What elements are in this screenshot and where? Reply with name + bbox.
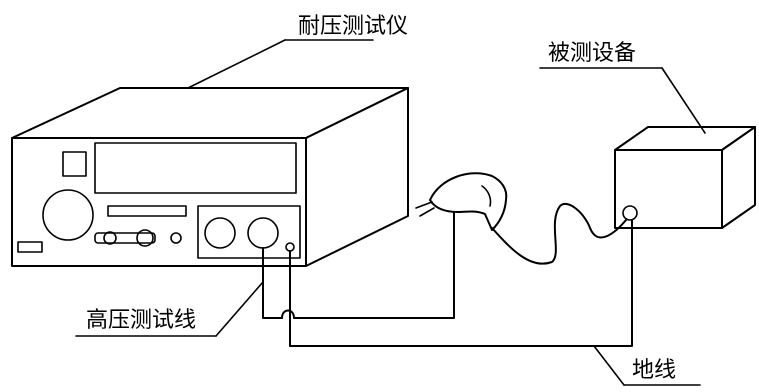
device-leader-line [661,67,706,134]
tester-switch [17,241,43,253]
tester-control-dial-1 [103,231,117,245]
tester-label: 耐压测试仪 [298,14,408,39]
probe-grip-detail [481,185,492,207]
tester-side-face [305,87,409,267]
device-label: 被测设备 [548,41,636,66]
device-under-test [614,126,756,229]
hv-lead-leader-line [215,281,264,337]
hv-lead-label: 高压测试线 [86,308,196,333]
tester-front-face [11,137,307,267]
tester-slot [107,205,187,217]
ground-wire [289,219,633,347]
tester-output-panel [197,205,301,259]
probe-cable [491,203,627,265]
tester-main-knob [42,189,94,241]
tester-leader-line [187,39,286,89]
probe-tip-1 [415,201,433,209]
probe-tip-2 [419,207,435,217]
tester-indicator-window [62,151,87,177]
tester-display [94,142,297,194]
ground-leader-line [593,345,625,386]
test-probe [415,172,627,265]
hipot-tester [11,87,409,267]
device-ground-terminal [622,205,638,221]
tester-control-button [170,232,182,244]
tester-control-dial-2 [136,229,154,247]
probe-body [429,172,508,231]
ground-label: 地线 [632,358,676,383]
device-front-face [614,149,723,229]
tester-control-bar [94,232,156,244]
tester-output-knob [204,217,236,249]
device-side-face [721,126,756,229]
hv-lead-down [262,247,283,319]
